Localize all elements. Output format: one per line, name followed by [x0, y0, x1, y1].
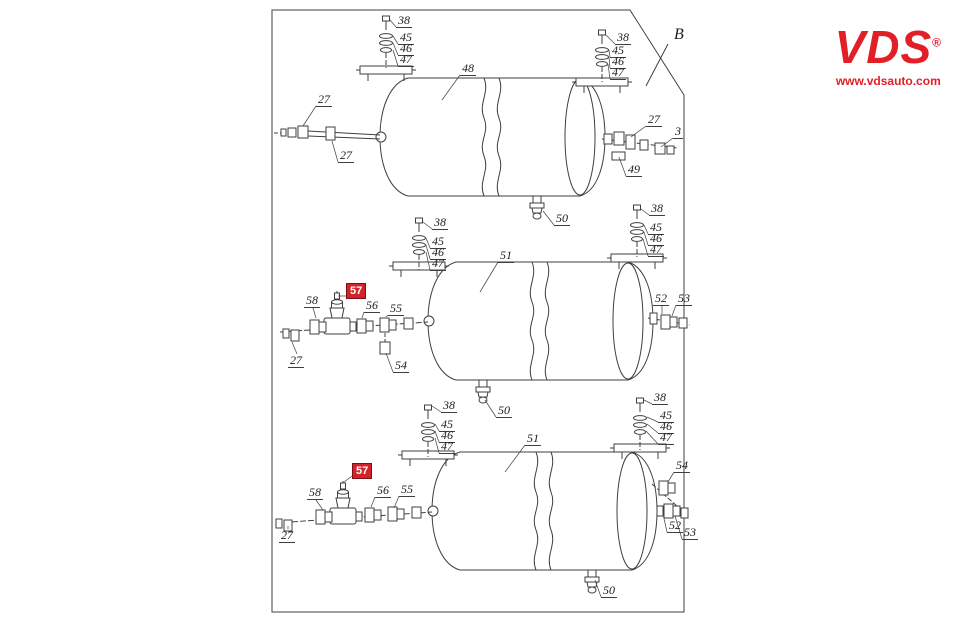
vds-logo-text: VDS® [835, 24, 942, 70]
fitting-55 [387, 506, 405, 522]
tank-48-assembly [274, 15, 679, 220]
vds-logo: VDS® www.vdsauto.com [835, 24, 942, 88]
tank-48-body [375, 77, 606, 197]
vds-website: www.vdsauto.com [835, 74, 941, 88]
fitting-27 [625, 134, 636, 150]
tank-51-assembly-upper [279, 204, 691, 404]
vds-logo-word: VDS [834, 21, 933, 73]
fitting-3 [654, 142, 666, 155]
fitting-54 [658, 480, 676, 496]
fitting-53 [680, 507, 689, 519]
bolt-washer-stack [633, 397, 647, 451]
tank-51-assembly-lower [275, 397, 689, 594]
fitting-58 [309, 319, 327, 335]
pipe-nut-27 [325, 126, 336, 141]
fitting-58 [315, 509, 333, 525]
fitting-49 [611, 151, 626, 161]
fitting-52 [663, 503, 681, 519]
bolt-washer-stack [421, 404, 435, 458]
drain-valve-50 [475, 379, 491, 404]
fitting-52 [660, 314, 678, 330]
registered-mark: ® [932, 35, 942, 50]
fitting-53 [678, 317, 688, 329]
fitting-27 [283, 519, 293, 532]
view-b-leader [645, 43, 669, 87]
drawing-frame [271, 9, 685, 613]
leader-lines [287, 19, 683, 598]
pipe-fitting-27 [297, 125, 309, 139]
tank-51-body [427, 451, 658, 571]
drain-valve-50 [584, 569, 600, 594]
tank-51-body [423, 261, 654, 381]
fitting-56 [356, 318, 374, 334]
bolt-washer-stack [379, 15, 393, 69]
fitting-56 [364, 507, 382, 523]
bolt-washer-stack [630, 204, 644, 258]
fitting-54 [379, 341, 391, 355]
drain-valve-50 [529, 195, 545, 220]
bolt-washer-stack [595, 29, 609, 83]
fitting-55 [379, 317, 397, 333]
fitting-27 [290, 329, 300, 342]
